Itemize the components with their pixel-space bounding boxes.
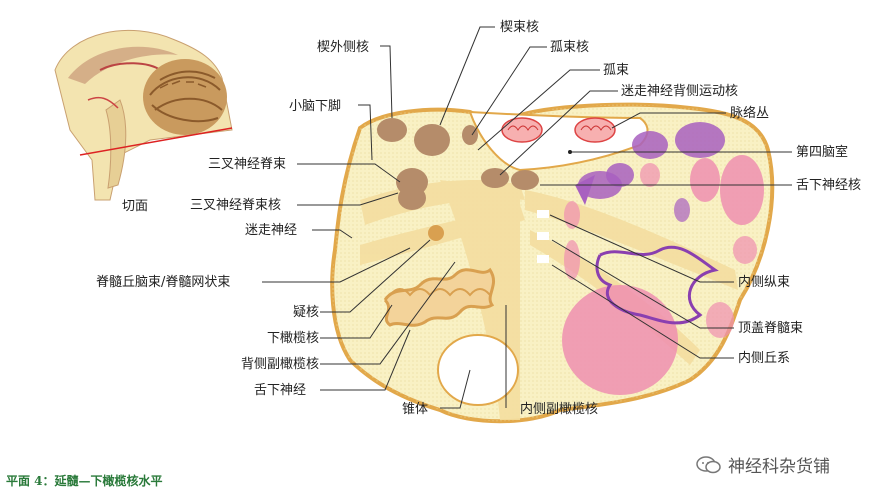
label-nucleus-ambiguus: 疑核 [293, 304, 319, 320]
label-spinal-trigeminal-tract: 三叉神经脊束 [208, 157, 286, 172]
label-hypoglossal-nucleus: 舌下神经核 [796, 178, 861, 193]
label-spinothalamic-tract: 脊髓丘脑束/脊髓网状束 [96, 275, 230, 290]
medulla-section [330, 102, 775, 424]
figure-caption: 平面 4：延髓—下橄榄核水平 [6, 474, 163, 488]
label-inferior-cerebellar-peduncle: 小脑下脚 [289, 98, 341, 114]
label-fourth-ventricle: 第四脑室 [796, 144, 848, 160]
leader-lines [262, 26, 792, 409]
label-vagus-nerve: 迷走神经 [245, 223, 297, 238]
sagittal-brain-inset [54, 29, 233, 201]
label-pyramid: 锥体 [402, 402, 428, 417]
watermark-text: 神经科杂货铺 [728, 457, 830, 477]
wechat-icon [696, 455, 722, 475]
cerebellum [143, 59, 227, 135]
label-medial-longitudinal-fasciculus: 内侧纵束 [738, 274, 790, 290]
left-olive [383, 267, 496, 327]
label-solitary-tract: 孤束 [603, 63, 629, 78]
label-medial-accessory-olivary-nucleus: 内侧副橄榄核 [520, 401, 598, 417]
section-line [79, 127, 233, 156]
label-cuneate-lateral-nucleus: 楔外侧核 [317, 40, 369, 55]
pyramid [437, 334, 519, 406]
choroid-plexus [501, 117, 616, 143]
label-dorsal-accessory-olivary-nucleus: 背侧副橄榄核 [241, 356, 319, 372]
brown-nuclei [377, 118, 539, 241]
label-tectospinal-tract: 顶盖脊髓束 [738, 321, 803, 336]
label-choroid-plexus: 脉络丛 [730, 105, 769, 121]
label-inferior-olivary-nucleus: 下橄榄核 [267, 330, 319, 346]
label-hypoglossal-nerve: 舌下神经 [254, 383, 306, 398]
right-olive [595, 245, 719, 325]
label-dorsal-motor-nucleus-vagus: 迷走神经背侧运动核 [621, 84, 738, 99]
watermark: 神经科杂货铺 [696, 452, 830, 477]
qiemian-label: 切面 [122, 199, 148, 214]
label-solitary-nucleus: 孤束核 [550, 40, 589, 55]
label-medial-lemniscus: 内侧丘系 [738, 350, 790, 366]
label-spinal-trigeminal-nucleus: 三叉神经脊束核 [190, 198, 281, 213]
label-cuneate-nucleus: 楔束核 [500, 20, 539, 35]
